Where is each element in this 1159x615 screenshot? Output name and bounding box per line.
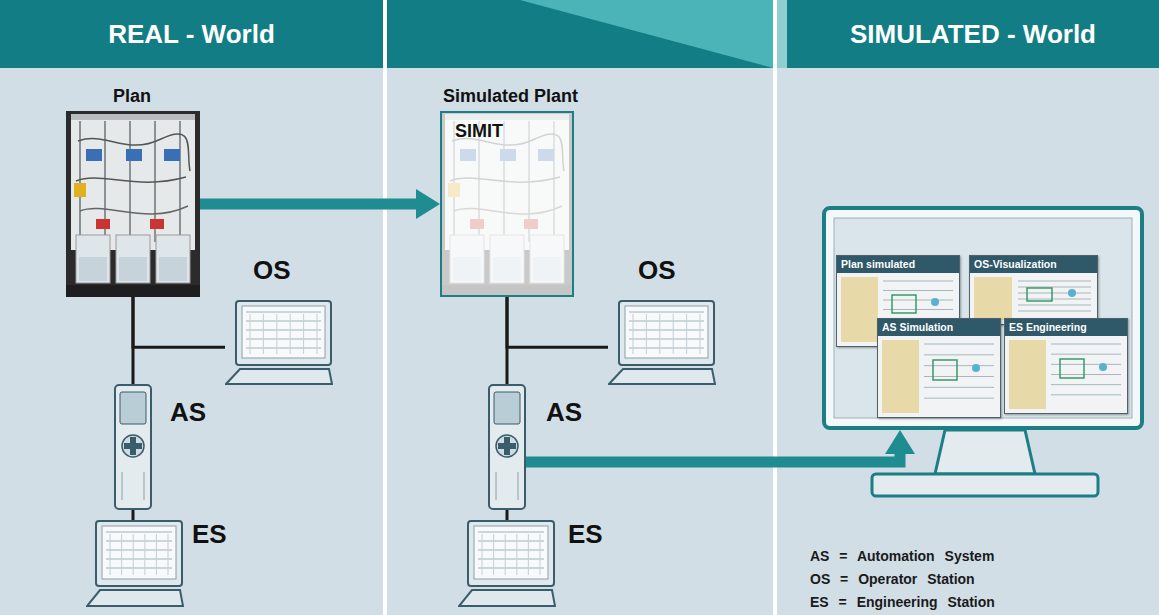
connector-line bbox=[507, 297, 608, 347]
screenshot-window: ES Engineering bbox=[1004, 318, 1128, 414]
flow-arrow bbox=[200, 189, 440, 219]
plant-photo: Plan bbox=[66, 111, 200, 297]
bus-line bbox=[133, 510, 134, 520]
panel-separator bbox=[383, 0, 387, 615]
station-label: ES bbox=[568, 520, 603, 550]
plant-heading: Plan bbox=[113, 86, 151, 107]
automation-system: AS bbox=[488, 384, 526, 510]
simit-label: SIMIT bbox=[455, 121, 503, 142]
station-label: OS bbox=[253, 256, 291, 286]
connector-line bbox=[200, 199, 418, 210]
station-label: OS bbox=[638, 256, 676, 286]
header-title: REAL - World bbox=[108, 19, 275, 50]
window-content bbox=[878, 336, 1000, 417]
plant-illustration bbox=[66, 111, 200, 297]
monitor-neck bbox=[935, 430, 1035, 474]
header-wedge bbox=[520, 0, 773, 68]
station-label: ES bbox=[192, 520, 227, 550]
engineering-station: ES bbox=[86, 520, 184, 608]
simulated-plant: Simulated PlantSIMIT bbox=[440, 111, 574, 297]
legend-text: AS = Automation System bbox=[810, 548, 994, 564]
window-body bbox=[1005, 336, 1127, 413]
controller-illustration bbox=[488, 384, 526, 510]
header-strip bbox=[777, 0, 787, 68]
station-label: AS bbox=[170, 398, 206, 428]
monitor-illustration bbox=[458, 520, 556, 608]
arrow-head bbox=[885, 430, 915, 454]
pc-monitor: Plan simulated OS-Visualization AS Simulat… bbox=[822, 206, 1144, 430]
header-band: REAL - World bbox=[0, 0, 383, 68]
legend-text: OS = Operator Station bbox=[810, 571, 975, 587]
monitor-illustration bbox=[608, 300, 716, 386]
connector-line bbox=[132, 510, 135, 520]
bus-line bbox=[507, 510, 508, 520]
header-band bbox=[387, 0, 773, 68]
header-band: SIMULATED - World bbox=[787, 0, 1159, 68]
window-body bbox=[970, 273, 1097, 324]
bus-line bbox=[507, 297, 608, 347]
controller-illustration bbox=[114, 384, 152, 510]
engineering-station: ES bbox=[458, 520, 556, 608]
connector-line bbox=[133, 297, 225, 347]
window-content bbox=[1005, 336, 1127, 413]
plant-heading: Simulated Plant bbox=[443, 86, 578, 107]
window-title: ES Engineering bbox=[1005, 319, 1127, 336]
monitor-illustration bbox=[86, 520, 184, 608]
window-title: OS-Visualization bbox=[970, 256, 1097, 273]
connector-line bbox=[506, 510, 509, 520]
station-label: AS bbox=[546, 398, 582, 428]
window-body bbox=[878, 336, 1000, 417]
monitor-illustration bbox=[225, 300, 333, 386]
operator-station: OS bbox=[608, 300, 716, 386]
flow-arrow bbox=[526, 430, 915, 462]
connector-line bbox=[526, 452, 900, 462]
header-title: SIMULATED - World bbox=[850, 19, 1096, 50]
monitor-base bbox=[872, 474, 1098, 496]
screenshot-window: OS-Visualization bbox=[969, 255, 1098, 325]
window-content bbox=[970, 273, 1097, 324]
window-title: Plan simulated bbox=[837, 256, 959, 273]
operator-station: OS bbox=[225, 300, 333, 386]
automation-system: AS bbox=[114, 384, 152, 510]
arrow-head bbox=[416, 189, 440, 219]
screenshot-window: AS Simulation bbox=[877, 318, 1001, 418]
window-title: AS Simulation bbox=[878, 319, 1000, 336]
panel-separator bbox=[773, 0, 777, 615]
legend-text: ES = Engineering Station bbox=[810, 594, 995, 610]
bus-line bbox=[133, 297, 225, 347]
